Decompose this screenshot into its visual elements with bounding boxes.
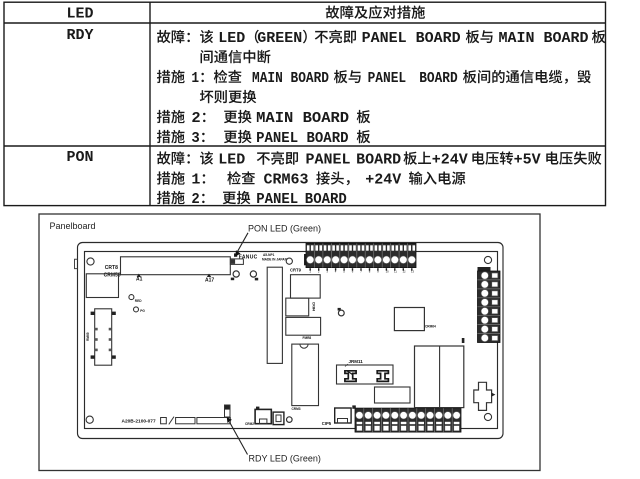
svg-text:JRM11: JRM11 (349, 359, 364, 364)
svg-text:PANEL: PANEL (306, 152, 351, 169)
svg-text:4: 4 (335, 270, 337, 274)
svg-text:1: 1 (191, 70, 199, 87)
svg-text:5: 5 (343, 270, 345, 274)
svg-text:BOARD: BOARD (291, 70, 330, 87)
svg-text:GREEN: GREEN (257, 30, 302, 47)
svg-text:Panelboard: Panelboard (50, 221, 96, 231)
svg-text:CRM63: CRM63 (264, 172, 309, 189)
svg-text:FANUC: FANUC (239, 254, 258, 260)
svg-text:2: 2 (318, 270, 320, 274)
svg-text:PON: PON (67, 149, 94, 166)
svg-text:CRM53: CRM53 (104, 273, 121, 279)
svg-text:CRT9: CRT9 (290, 267, 302, 272)
svg-text:+24V: +24V (432, 152, 468, 169)
svg-text:7: 7 (360, 270, 362, 274)
svg-text:3: 3 (326, 270, 328, 274)
svg-text:8: 8 (369, 270, 371, 274)
svg-text:MADE IN JAPAN: MADE IN JAPAN (262, 257, 288, 261)
svg-text:MAIN: MAIN (252, 70, 283, 87)
svg-text:BOARD: BOARD (307, 130, 349, 147)
svg-text:11: 11 (394, 270, 397, 274)
svg-text:A20B-2100-077: A20B-2100-077 (122, 419, 156, 425)
svg-text:CIP5: CIP5 (322, 421, 332, 426)
svg-text:3: 3 (191, 130, 199, 147)
svg-text:A5-NP1: A5-NP1 (263, 253, 275, 257)
svg-text:CRM3: CRM3 (292, 407, 301, 411)
svg-text:CRT8: CRT8 (105, 265, 118, 271)
svg-text:+5V: +5V (514, 152, 541, 169)
svg-text:PG: PG (140, 309, 145, 313)
svg-text:BOARD: BOARD (416, 30, 461, 47)
svg-text:RED: RED (135, 299, 142, 303)
svg-text:13: 13 (411, 270, 415, 274)
svg-text:CRM2: CRM2 (245, 422, 254, 426)
svg-text:BOARD: BOARD (303, 110, 350, 127)
svg-text:10: 10 (386, 270, 390, 274)
svg-text:BOARD: BOARD (356, 152, 401, 169)
svg-text:RDY LED (Green): RDY LED (Green) (249, 454, 321, 464)
svg-text:12: 12 (403, 270, 407, 274)
svg-text:LED: LED (218, 30, 245, 47)
svg-text:6: 6 (352, 270, 354, 274)
svg-text:LED: LED (218, 152, 245, 169)
svg-text:MAIN: MAIN (256, 110, 293, 127)
svg-text:PANEL: PANEL (362, 30, 407, 47)
svg-text:2: 2 (191, 110, 200, 127)
svg-text:BOARD: BOARD (305, 191, 347, 208)
svg-text:FMR8: FMR8 (303, 336, 312, 340)
svg-text:+24V: +24V (365, 172, 401, 189)
svg-text:A1: A1 (136, 277, 143, 283)
svg-text:RM69: RM69 (86, 332, 90, 341)
svg-text:2: 2 (191, 191, 199, 208)
svg-text:PANEL: PANEL (368, 70, 407, 87)
svg-text:CRM64: CRM64 (425, 324, 436, 328)
svg-text:1: 1 (309, 270, 311, 274)
svg-text:BOARD: BOARD (419, 70, 458, 87)
svg-text:1: 1 (191, 172, 200, 189)
svg-text:PON LED (Green): PON LED (Green) (248, 223, 321, 233)
svg-text:LED: LED (67, 6, 94, 23)
svg-text:MAIN: MAIN (499, 30, 535, 47)
svg-text:BOARD: BOARD (544, 30, 589, 47)
svg-text:PANEL: PANEL (256, 191, 298, 208)
svg-text:RDY: RDY (67, 27, 94, 44)
svg-text:9: 9 (377, 270, 379, 274)
svg-text:PANEL: PANEL (256, 130, 298, 147)
svg-text:CRM4: CRM4 (312, 302, 316, 311)
svg-text:A17: A17 (205, 278, 214, 284)
